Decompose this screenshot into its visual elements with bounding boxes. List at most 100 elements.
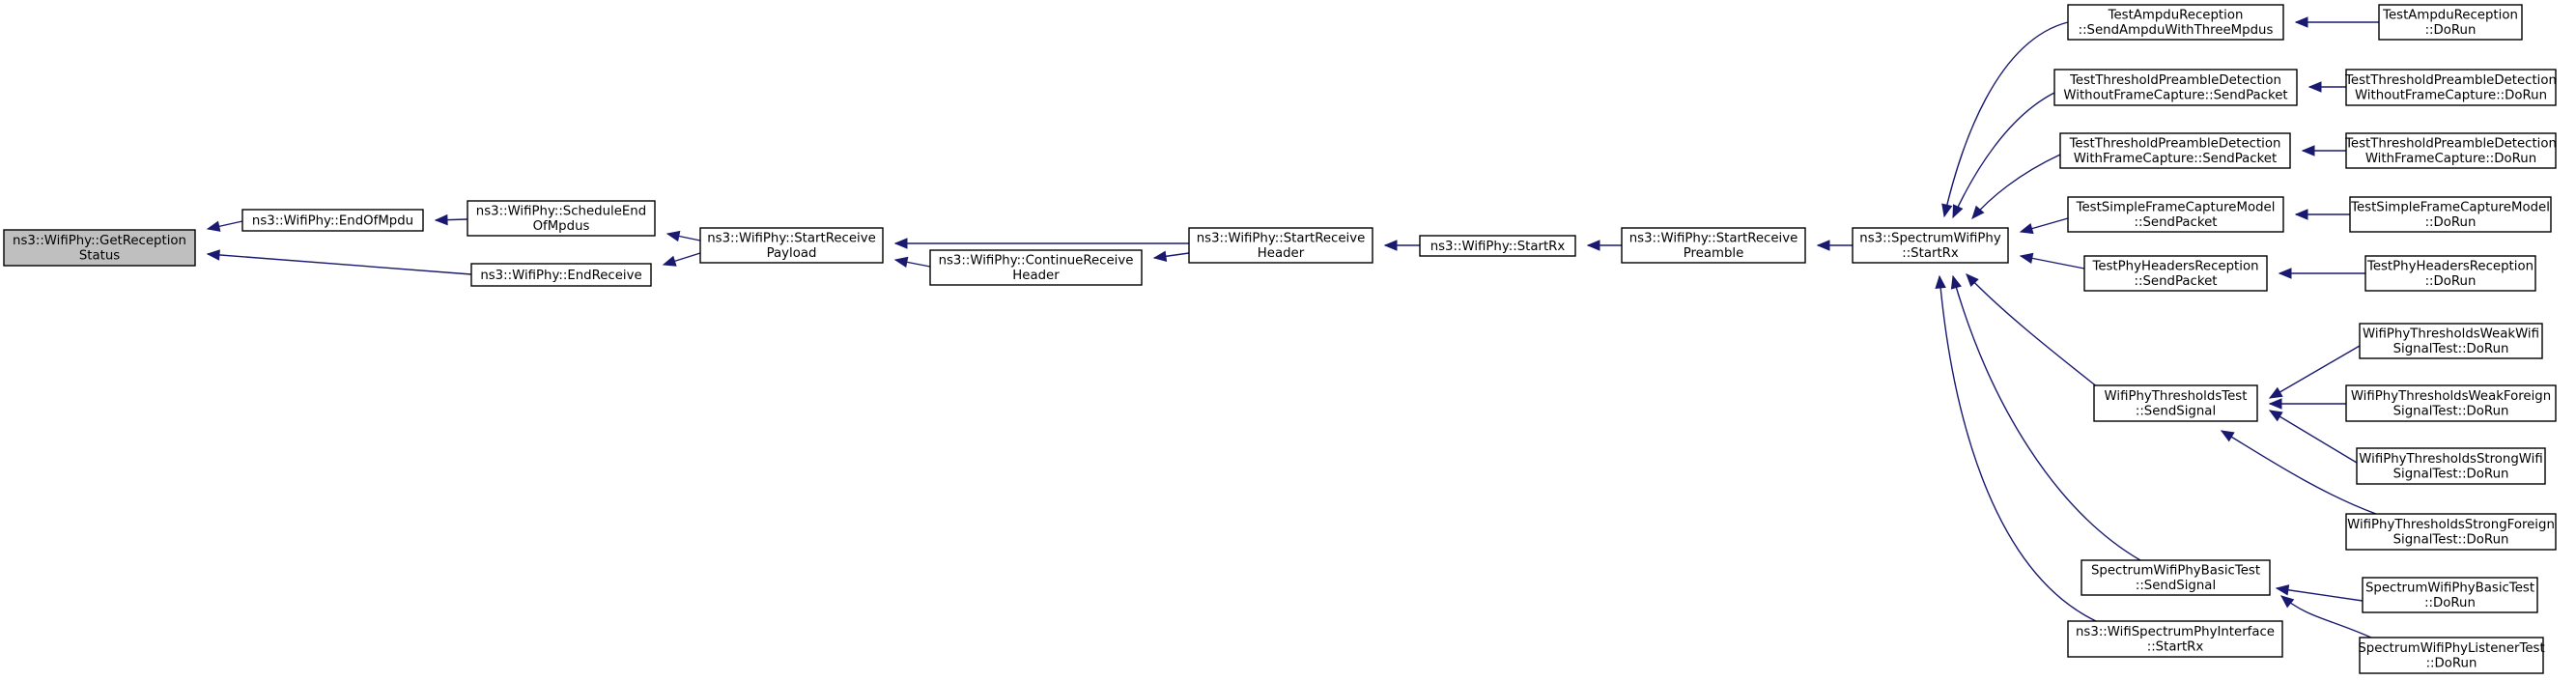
node-label: ::StartRx (1902, 246, 1959, 261)
node-sfcmRun[interactable]: TestSimpleFrameCaptureModel::DoRun (2349, 196, 2552, 233)
node-listenerRun[interactable]: SpectrumWifiPhyListenerTest::DoRun (2358, 637, 2545, 674)
edge-continueReceiveHeader-to-startReceivePayload (893, 256, 931, 269)
node-startRx[interactable]: ns3::WifiPhy::StartRx (1419, 235, 1576, 257)
node-box[interactable] (2359, 637, 2544, 674)
node-ampduSend[interactable]: TestAmpduReception::SendAmpduWithThreeMp… (2067, 4, 2284, 41)
node-basicSend[interactable]: SpectrumWifiPhyBasicTest::SendSignal (2081, 559, 2271, 596)
node-box[interactable] (2364, 255, 2536, 292)
edge-spectrumStartRx-to-startReceivePreamble (1816, 240, 1853, 251)
node-spectrumStartRx[interactable]: ns3::SpectrumWifiPhy::StartRx (1852, 227, 2009, 264)
node-label: ns3::WifiPhy::ContinueReceive (939, 254, 1134, 269)
node-ifaceStartRx[interactable]: ns3::WifiSpectrumPhyInterface::StartRx (2067, 620, 2283, 658)
edge-strongWifiRun-to-thrSend (2268, 410, 2358, 464)
node-box[interactable] (467, 200, 656, 237)
node-box[interactable] (3, 229, 196, 267)
arrowhead (2301, 145, 2315, 156)
node-box[interactable] (2093, 384, 2258, 422)
node-box[interactable] (2349, 196, 2552, 233)
arrowhead (662, 255, 677, 267)
node-label: Payload (767, 246, 817, 261)
node-box[interactable] (470, 263, 652, 287)
node-box[interactable] (2378, 4, 2523, 41)
node-box[interactable] (2359, 323, 2543, 359)
node-box[interactable] (241, 209, 424, 232)
node-box[interactable] (2059, 132, 2291, 169)
edge-endReceive-to-root (206, 249, 472, 275)
node-box[interactable] (2081, 559, 2271, 596)
edge-weakWifiRun-to-thrSend (2268, 345, 2361, 399)
node-ampduRun[interactable]: TestAmpduReception::DoRun (2378, 4, 2523, 41)
edge-listenerRun-to-basicSend (2279, 595, 2372, 638)
edge-phrSend-to-spectrumStartRx (2019, 252, 2085, 270)
node-box[interactable] (2345, 69, 2557, 106)
node-thrSend[interactable]: WifiPhyThresholdsTest::SendSignal (2093, 384, 2258, 422)
node-box[interactable] (2345, 132, 2557, 169)
node-box[interactable] (1621, 227, 1806, 264)
edge-line (2276, 587, 2364, 602)
node-label: WifiPhyThresholdsWeakWifi (2363, 327, 2539, 342)
node-label: TestPhyHeadersReception (2091, 260, 2258, 274)
arrowhead (2275, 584, 2290, 596)
node-label: TestSimpleFrameCaptureModel (2076, 201, 2276, 215)
node-box[interactable] (2345, 513, 2557, 551)
node-box[interactable] (699, 227, 884, 264)
edge-basicSend-to-spectrumStartRx (1950, 274, 2141, 561)
node-tpdWithoutSend[interactable]: TestThresholdPreambleDetectionWithoutFra… (2053, 69, 2298, 106)
node-label: WifiPhyThresholdsWeakForeign (2351, 389, 2551, 404)
arrowhead (1941, 203, 1953, 218)
node-endReceive[interactable]: ns3::WifiPhy::EndReceive (470, 263, 652, 287)
node-label: SpectrumWifiPhyBasicTest (2091, 564, 2260, 579)
node-label: Status (79, 249, 120, 264)
node-box[interactable] (2362, 577, 2538, 613)
node-box[interactable] (2345, 384, 2557, 422)
node-label: WithoutFrameCapture::DoRun (2355, 89, 2547, 103)
arrowhead (1586, 240, 1600, 251)
node-label: SignalTest::DoRun (2393, 342, 2509, 356)
node-box[interactable] (929, 249, 1143, 286)
nodes-layer: ns3::WifiPhy::GetReceptionStatusns3::Wif… (3, 4, 2557, 674)
node-label: TestAmpduReception (2108, 9, 2244, 23)
edge-ampduRun-to-ampduSend (2294, 16, 2379, 28)
node-label: SpectrumWifiPhyBasicTest (2365, 582, 2534, 596)
node-basicRun[interactable]: SpectrumWifiPhyBasicTest::DoRun (2362, 577, 2538, 613)
node-tpdWithSend[interactable]: TestThresholdPreambleDetectionWithFrameC… (2059, 132, 2291, 169)
node-label: ns3::WifiSpectrumPhyInterface (2076, 625, 2275, 639)
node-strongWifiRun[interactable]: WifiPhyThresholdsStrongWifiSignalTest::D… (2356, 447, 2546, 485)
node-endOfMpdu[interactable]: ns3::WifiPhy::EndOfMpdu (241, 209, 424, 232)
node-box[interactable] (1188, 227, 1373, 264)
node-weakWifiRun[interactable]: WifiPhyThresholdsWeakWifiSignalTest::DoR… (2359, 323, 2543, 359)
node-tpdWithRun[interactable]: TestThresholdPreambleDetectionWithFrameC… (2344, 132, 2557, 169)
node-box[interactable] (2083, 255, 2268, 292)
node-tpdWithoutRun[interactable]: TestThresholdPreambleDetectionWithoutFra… (2344, 69, 2557, 106)
edge-startReceiveHeader-to-startReceivePayload (893, 238, 1189, 249)
edge-scheduleEndOfMpdus-to-endOfMpdu (434, 213, 468, 226)
node-label: ns3::SpectrumWifiPhy (1859, 232, 2001, 246)
edge-strongForeignRun-to-thrSend (2220, 430, 2377, 515)
arrowhead (2278, 268, 2292, 279)
node-phrRun[interactable]: TestPhyHeadersReception::DoRun (2364, 255, 2536, 292)
node-box[interactable] (2356, 447, 2546, 485)
node-weakForeignRun[interactable]: WifiPhyThresholdsWeakForeignSignalTest::… (2345, 384, 2557, 422)
arrowhead (2019, 223, 2034, 235)
node-label: TestThresholdPreambleDetection (2344, 73, 2557, 88)
node-strongForeignRun[interactable]: WifiPhyThresholdsStrongForeignSignalTest… (2345, 513, 2557, 551)
node-label: WifiPhyThresholdsTest (2105, 389, 2248, 404)
node-box[interactable] (1419, 235, 1576, 257)
node-box[interactable] (2067, 620, 2283, 658)
edge-phrRun-to-phrSend (2278, 268, 2365, 279)
node-phrSend[interactable]: TestPhyHeadersReception::SendPacket (2083, 255, 2268, 292)
node-label: ns3::WifiPhy::StartReceive (1629, 232, 1798, 246)
node-sfcmSend[interactable]: TestSimpleFrameCaptureModel::SendPacket (2067, 196, 2284, 233)
node-box[interactable] (2053, 69, 2298, 106)
node-box[interactable] (1852, 227, 2009, 264)
node-label: SignalTest::DoRun (2393, 533, 2509, 548)
node-label: TestAmpduReception (2382, 9, 2518, 23)
node-box[interactable] (2067, 196, 2284, 233)
node-box[interactable] (2067, 4, 2284, 41)
